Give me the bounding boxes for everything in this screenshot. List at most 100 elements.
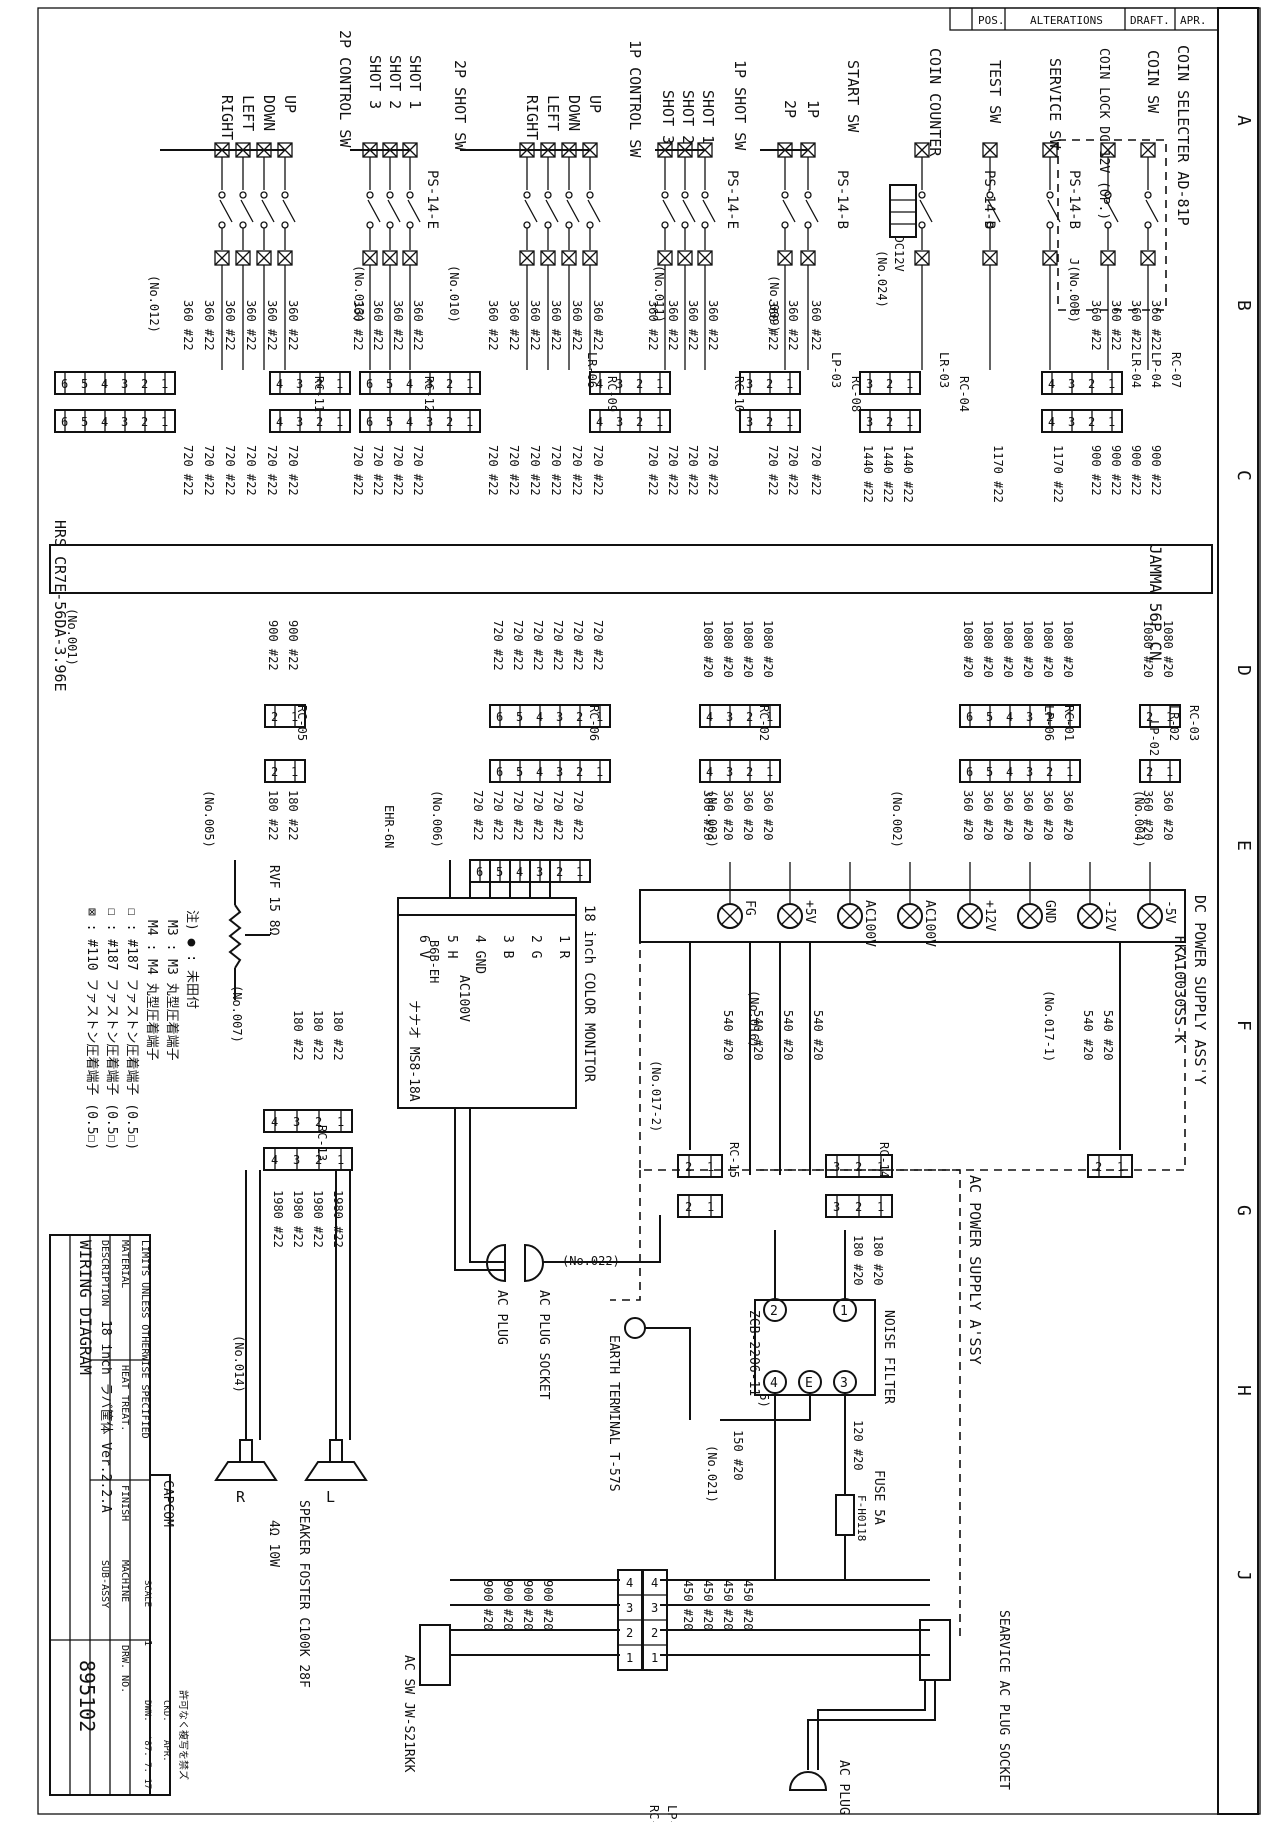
alteration-header: POS. ALTERATIONS DRAFT. APR. [949,7,1219,31]
pin-number: 2 [685,1200,692,1214]
wire-spec: 1440 #22 [881,445,895,503]
pin-number: 1 [161,415,168,429]
pin-number: 1 [291,765,298,779]
wire-spec: 360 #20 [1041,790,1055,841]
switch-contact [260,191,268,199]
svg-text:RC-09: RC-09 [605,376,619,412]
wire-spec: 360 #20 [741,790,755,841]
coin-counter-body [889,184,917,238]
pin-number: 2 [315,1153,322,1167]
pin-number: 4 [536,710,543,724]
wire-spec: 360 #22 [1149,300,1163,351]
connector-block [54,371,176,395]
pin-number: 5 [386,377,393,391]
pin-number: 2 [1088,415,1095,429]
wire-spec: 720 #22 [244,445,258,496]
label-coin-counter: COIN COUNTER [926,48,944,157]
tb-machine: MACHINE [119,1560,130,1602]
svg-text:LP-03: LP-03 [829,352,843,388]
wire-spec: 360 #22 [411,300,425,351]
wire-spec: 120 #20 [851,1420,865,1471]
tb-drawing-title: WIRING DIAGRAM [76,1240,95,1375]
wire-spec: 540 #20 [721,1010,735,1061]
wire-spec: 900 #22 [266,620,280,671]
run-005: (No.005) [202,790,216,848]
run-002: (No.002) [890,790,904,848]
run-008: J(No.008) [1067,258,1081,323]
col-letter-a: A [1233,115,1254,126]
pin-number: 4 [1006,710,1013,724]
speaker-r [214,1439,278,1481]
pin-number: 2 [556,865,563,879]
switch-contact [565,221,573,229]
column-strip [1217,7,1259,1815]
pin-number: 2 [446,415,453,429]
wire-spec: 900 #22 [1129,445,1143,496]
pin-number: 2 [886,377,893,391]
wire-spec: 360 #20 [1061,790,1075,841]
run-009: (No.009) [767,275,781,333]
switch-terminals [214,142,1159,370]
connector-block [589,371,671,395]
pin-number: 3 [296,415,303,429]
label-2p-shot1: SHOT 1 [406,55,424,109]
pin-number: 3 [121,377,128,391]
pin-number: 2 [746,765,753,779]
run-013: (No.013) [352,265,366,323]
wire-spec: 1980 #22 [271,1190,285,1248]
pin-number: 2 [886,415,893,429]
pin-number: 4 [651,1576,658,1590]
wire-spec: 180 #22 [331,1010,345,1061]
wire-spec: 1080 #20 [961,620,975,678]
pin-number: 2 [271,710,278,724]
pin-number: 2 [271,765,278,779]
wire-spec: 360 #22 [244,300,258,351]
tb-description-label: DESCRIPTION [99,1240,110,1306]
label-ps14e-1: PS-14-E [724,170,740,229]
switch-contact [804,221,812,229]
pin-number: 5 [81,377,88,391]
pin-number: 6 [476,865,483,879]
pin-number: 2 [1046,765,1053,779]
col-letter-h: H [1233,1385,1254,1396]
bottom-ac-plug [788,1771,828,1791]
wire-spec: 360 #20 [1021,790,1035,841]
switch-contact [586,191,594,199]
wire-spec: 150 #20 [731,1430,745,1481]
svg-text:RC-18: RC-18 [647,1805,661,1822]
svg-text:LR-04: LR-04 [1129,352,1143,388]
label-ac-plug: AC PLUG [494,1290,509,1345]
wire-spec: 1080 #20 [721,620,735,678]
pin-number: 1 [656,415,663,429]
label-ac-sw: AC SW JW-S21RKK [401,1655,416,1773]
svg-text:RC-12: RC-12 [422,376,436,412]
connector-block [263,1109,353,1133]
label-2p-shot-sw: 2P SHOT SW [451,60,469,151]
pin-number: 5 [386,415,393,429]
wire-spec: 180 #20 [851,1235,865,1286]
run-021: (No.021) [705,1445,719,1503]
run-014: (No.014) [232,1335,246,1393]
label-1p-right: RIGHT [523,95,541,140]
label-fuse-holder: F-H0118 [855,1495,868,1541]
pin-number: 3 [616,377,623,391]
fuse [835,1494,855,1536]
pin-number: 4 [101,415,108,429]
svg-text:⊠ : #110 ファストン圧着端子 (0.5☐): ⊠ : #110 ファストン圧着端子 (0.5☐) [84,908,100,1150]
pin-number: 3 [293,1153,300,1167]
ac-plug-socket-symbol [524,1243,544,1283]
run-012: (No.012) [147,275,161,333]
wire-spec: 1980 #22 [311,1190,325,1248]
switch-contact [281,221,289,229]
switch-contact [1104,191,1112,199]
col-letter-d: D [1233,665,1254,676]
switch-contact [544,191,552,199]
pin-number: 4 [706,765,713,779]
dc-voltage-label: FG [742,900,757,916]
pin-number: 1 [1117,1160,1124,1174]
wire-spec: 720 #22 [551,620,565,671]
pin-number: 1 [651,1651,658,1665]
svg-text:RC-08: RC-08 [849,376,863,412]
